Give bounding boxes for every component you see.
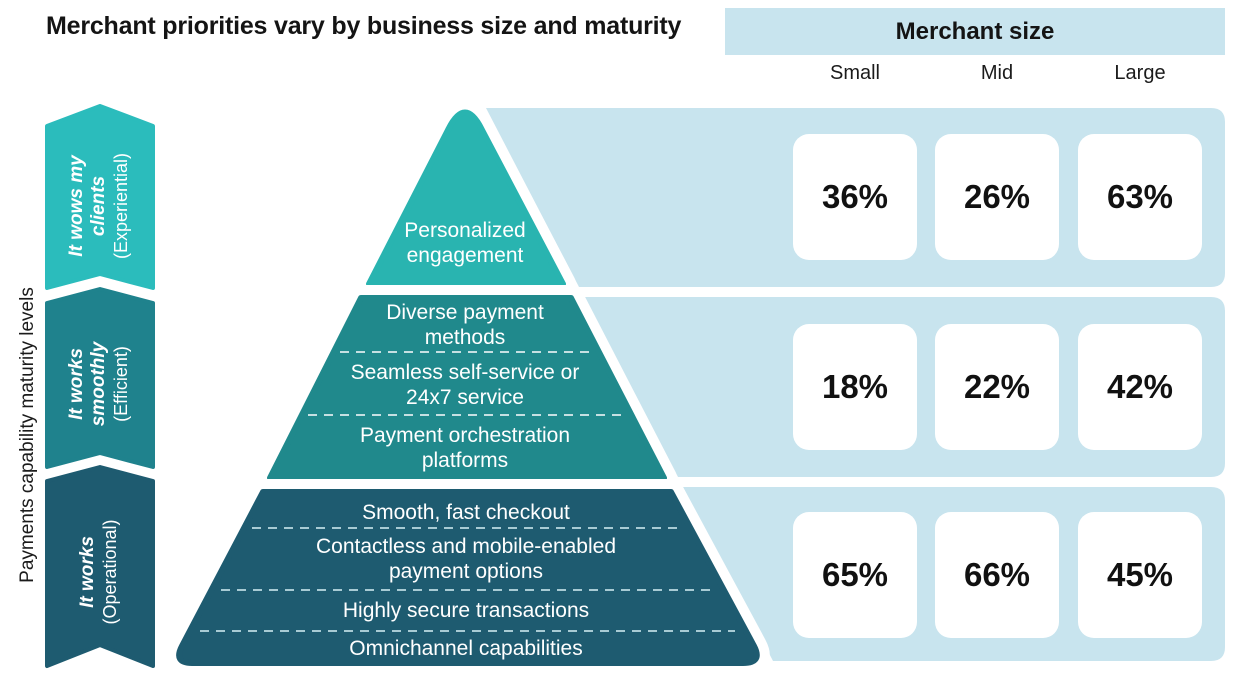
- pyramid-item: Smooth, fast checkout: [362, 501, 570, 524]
- value-card-efficient-small: 18%: [793, 324, 917, 450]
- value-card-efficient-large: 42%: [1078, 324, 1202, 450]
- maturity-level-operational: It works (Operational): [77, 512, 121, 632]
- maturity-level-label: It works: [77, 536, 98, 608]
- merchant-size-header: Merchant size: [725, 8, 1225, 55]
- value-card-efficient-mid: 22%: [935, 324, 1059, 450]
- maturity-level-sublabel: (Experiential): [111, 152, 131, 260]
- value-card-operational-small: 65%: [793, 512, 917, 638]
- pyramid-item: Payment orchestration platforms: [359, 424, 571, 472]
- value-card-experiential-large: 63%: [1078, 134, 1202, 260]
- pyramid-item: Contactless and mobile-enabled payment o…: [315, 535, 617, 583]
- maturity-level-experiential: It wows my clients (Experiential): [66, 143, 132, 270]
- column-label-large: Large: [1114, 62, 1166, 84]
- chevron-operational: [45, 465, 155, 668]
- chevron-experiential: [45, 104, 155, 290]
- pyramid-item: Highly secure transactions: [342, 599, 590, 622]
- value-card-operational-mid: 66%: [935, 512, 1059, 638]
- pyramid-tier-2: [267, 295, 667, 481]
- pyramid-tier-1: [366, 109, 566, 287]
- pyramid-tier-3: [176, 489, 760, 666]
- column-label-mid: Mid: [980, 62, 1014, 84]
- maturity-level-sublabel: (Efficient): [111, 346, 131, 422]
- chevron-efficient: [45, 287, 155, 469]
- value-card-experiential-small: 36%: [793, 134, 917, 260]
- value-card-experiential-mid: 26%: [935, 134, 1059, 260]
- page-title: Merchant priorities vary by business siz…: [46, 12, 682, 40]
- pyramid-item: Omnichannel capabilities: [349, 637, 583, 660]
- maturity-level-label: It wows my clients: [66, 155, 109, 257]
- pyramid-item: Diverse payment methods: [386, 301, 544, 349]
- column-label-small: Small: [829, 62, 880, 84]
- value-card-operational-large: 45%: [1078, 512, 1202, 638]
- axis-label: Payments capability maturity levels: [17, 287, 38, 583]
- maturity-level-efficient: It works smoothly (Efficient): [66, 334, 132, 434]
- maturity-level-label: It works smoothly: [66, 341, 109, 427]
- pyramid-item: Personalized engagement: [404, 219, 526, 267]
- pyramid-item: Seamless self-service or 24x7 service: [350, 361, 580, 409]
- maturity-level-sublabel: (Operational): [100, 519, 120, 625]
